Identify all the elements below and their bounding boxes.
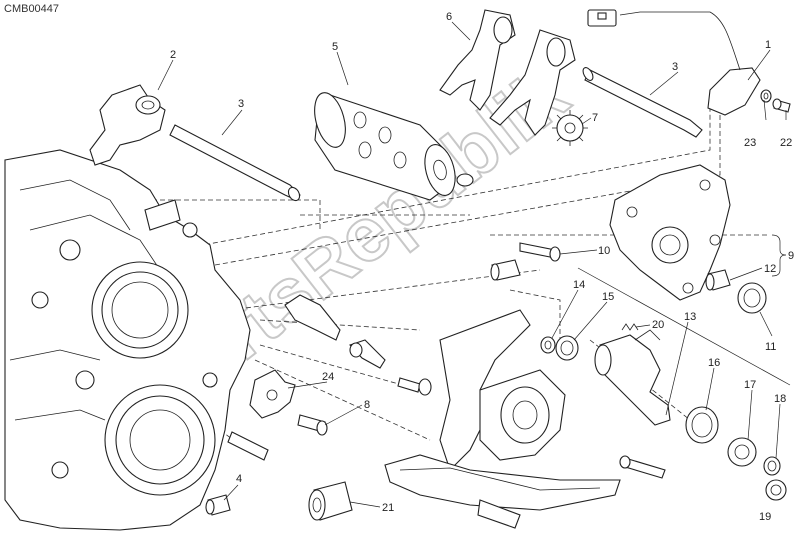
callout-3-right: 3 bbox=[672, 61, 678, 73]
side-cover-9 bbox=[609, 164, 731, 301]
callout-19: 19 bbox=[759, 511, 771, 523]
selector-shaft-13 bbox=[594, 329, 671, 426]
gear-icon bbox=[552, 110, 588, 146]
bushing-17 bbox=[727, 437, 757, 467]
callout-9: 9 bbox=[788, 250, 794, 262]
callout-15: 15 bbox=[602, 291, 614, 303]
callout-4: 4 bbox=[236, 473, 242, 485]
callout-22: 22 bbox=[780, 137, 792, 149]
group-brace-9 bbox=[771, 234, 787, 277]
bushing-21 bbox=[308, 481, 353, 521]
callouts: 1 2 3 3 4 5 6 7 8 9 10 11 12 13 14 15 16… bbox=[170, 11, 794, 523]
callout-24: 24 bbox=[322, 371, 334, 383]
fork-shaft-3-left bbox=[169, 124, 301, 202]
callout-20: 20 bbox=[652, 319, 664, 331]
washer-18 bbox=[763, 456, 781, 476]
callout-11: 11 bbox=[765, 341, 776, 353]
bushing bbox=[490, 259, 521, 281]
pin-4 bbox=[205, 494, 231, 516]
crankcase bbox=[4, 149, 251, 531]
shift-linkage bbox=[284, 294, 432, 396]
star-wheel-24 bbox=[249, 369, 296, 419]
callout-12: 12 bbox=[764, 263, 776, 275]
bolt-22 bbox=[772, 98, 791, 113]
callout-6: 6 bbox=[446, 11, 452, 23]
oil-seal-11 bbox=[737, 282, 767, 314]
spring-20 bbox=[621, 323, 639, 331]
shift-fork-6 bbox=[439, 9, 516, 111]
callout-16: 16 bbox=[708, 357, 720, 369]
callout-3-left: 3 bbox=[238, 98, 244, 110]
callout-14: 14 bbox=[573, 279, 585, 291]
spring-16 bbox=[685, 406, 719, 444]
shift-fork-7a bbox=[489, 29, 576, 136]
shift-fork-2 bbox=[89, 84, 166, 166]
shift-drum-5 bbox=[314, 92, 474, 201]
callout-5: 5 bbox=[332, 41, 338, 53]
callout-18: 18 bbox=[774, 393, 786, 405]
callout-1: 1 bbox=[765, 39, 771, 51]
bolt-8 bbox=[297, 414, 328, 436]
fork-shaft-3-right bbox=[582, 67, 703, 138]
washer-23 bbox=[760, 89, 772, 103]
callout-7: 7 bbox=[592, 112, 598, 124]
group-line-13 bbox=[577, 267, 791, 386]
gear-lever-assembly bbox=[384, 309, 621, 529]
callout-23: 23 bbox=[744, 137, 756, 149]
bushing-12 bbox=[705, 269, 731, 291]
bolt-10 bbox=[519, 242, 561, 262]
gear-position-sensor-1 bbox=[587, 9, 761, 116]
callout-8: 8 bbox=[364, 399, 370, 411]
drawing-code: CMB00447 bbox=[4, 3, 60, 15]
callout-21: 21 bbox=[382, 502, 394, 514]
bolt-long bbox=[619, 455, 666, 479]
callout-13: 13 bbox=[684, 311, 696, 323]
callout-17: 17 bbox=[744, 379, 756, 391]
seal-15 bbox=[555, 335, 579, 361]
leader-lines bbox=[157, 21, 787, 508]
callout-10: 10 bbox=[598, 245, 610, 257]
dowel-pin bbox=[227, 431, 269, 461]
circlip-19 bbox=[765, 479, 787, 501]
callout-2: 2 bbox=[170, 49, 176, 61]
washer-14 bbox=[540, 336, 556, 354]
